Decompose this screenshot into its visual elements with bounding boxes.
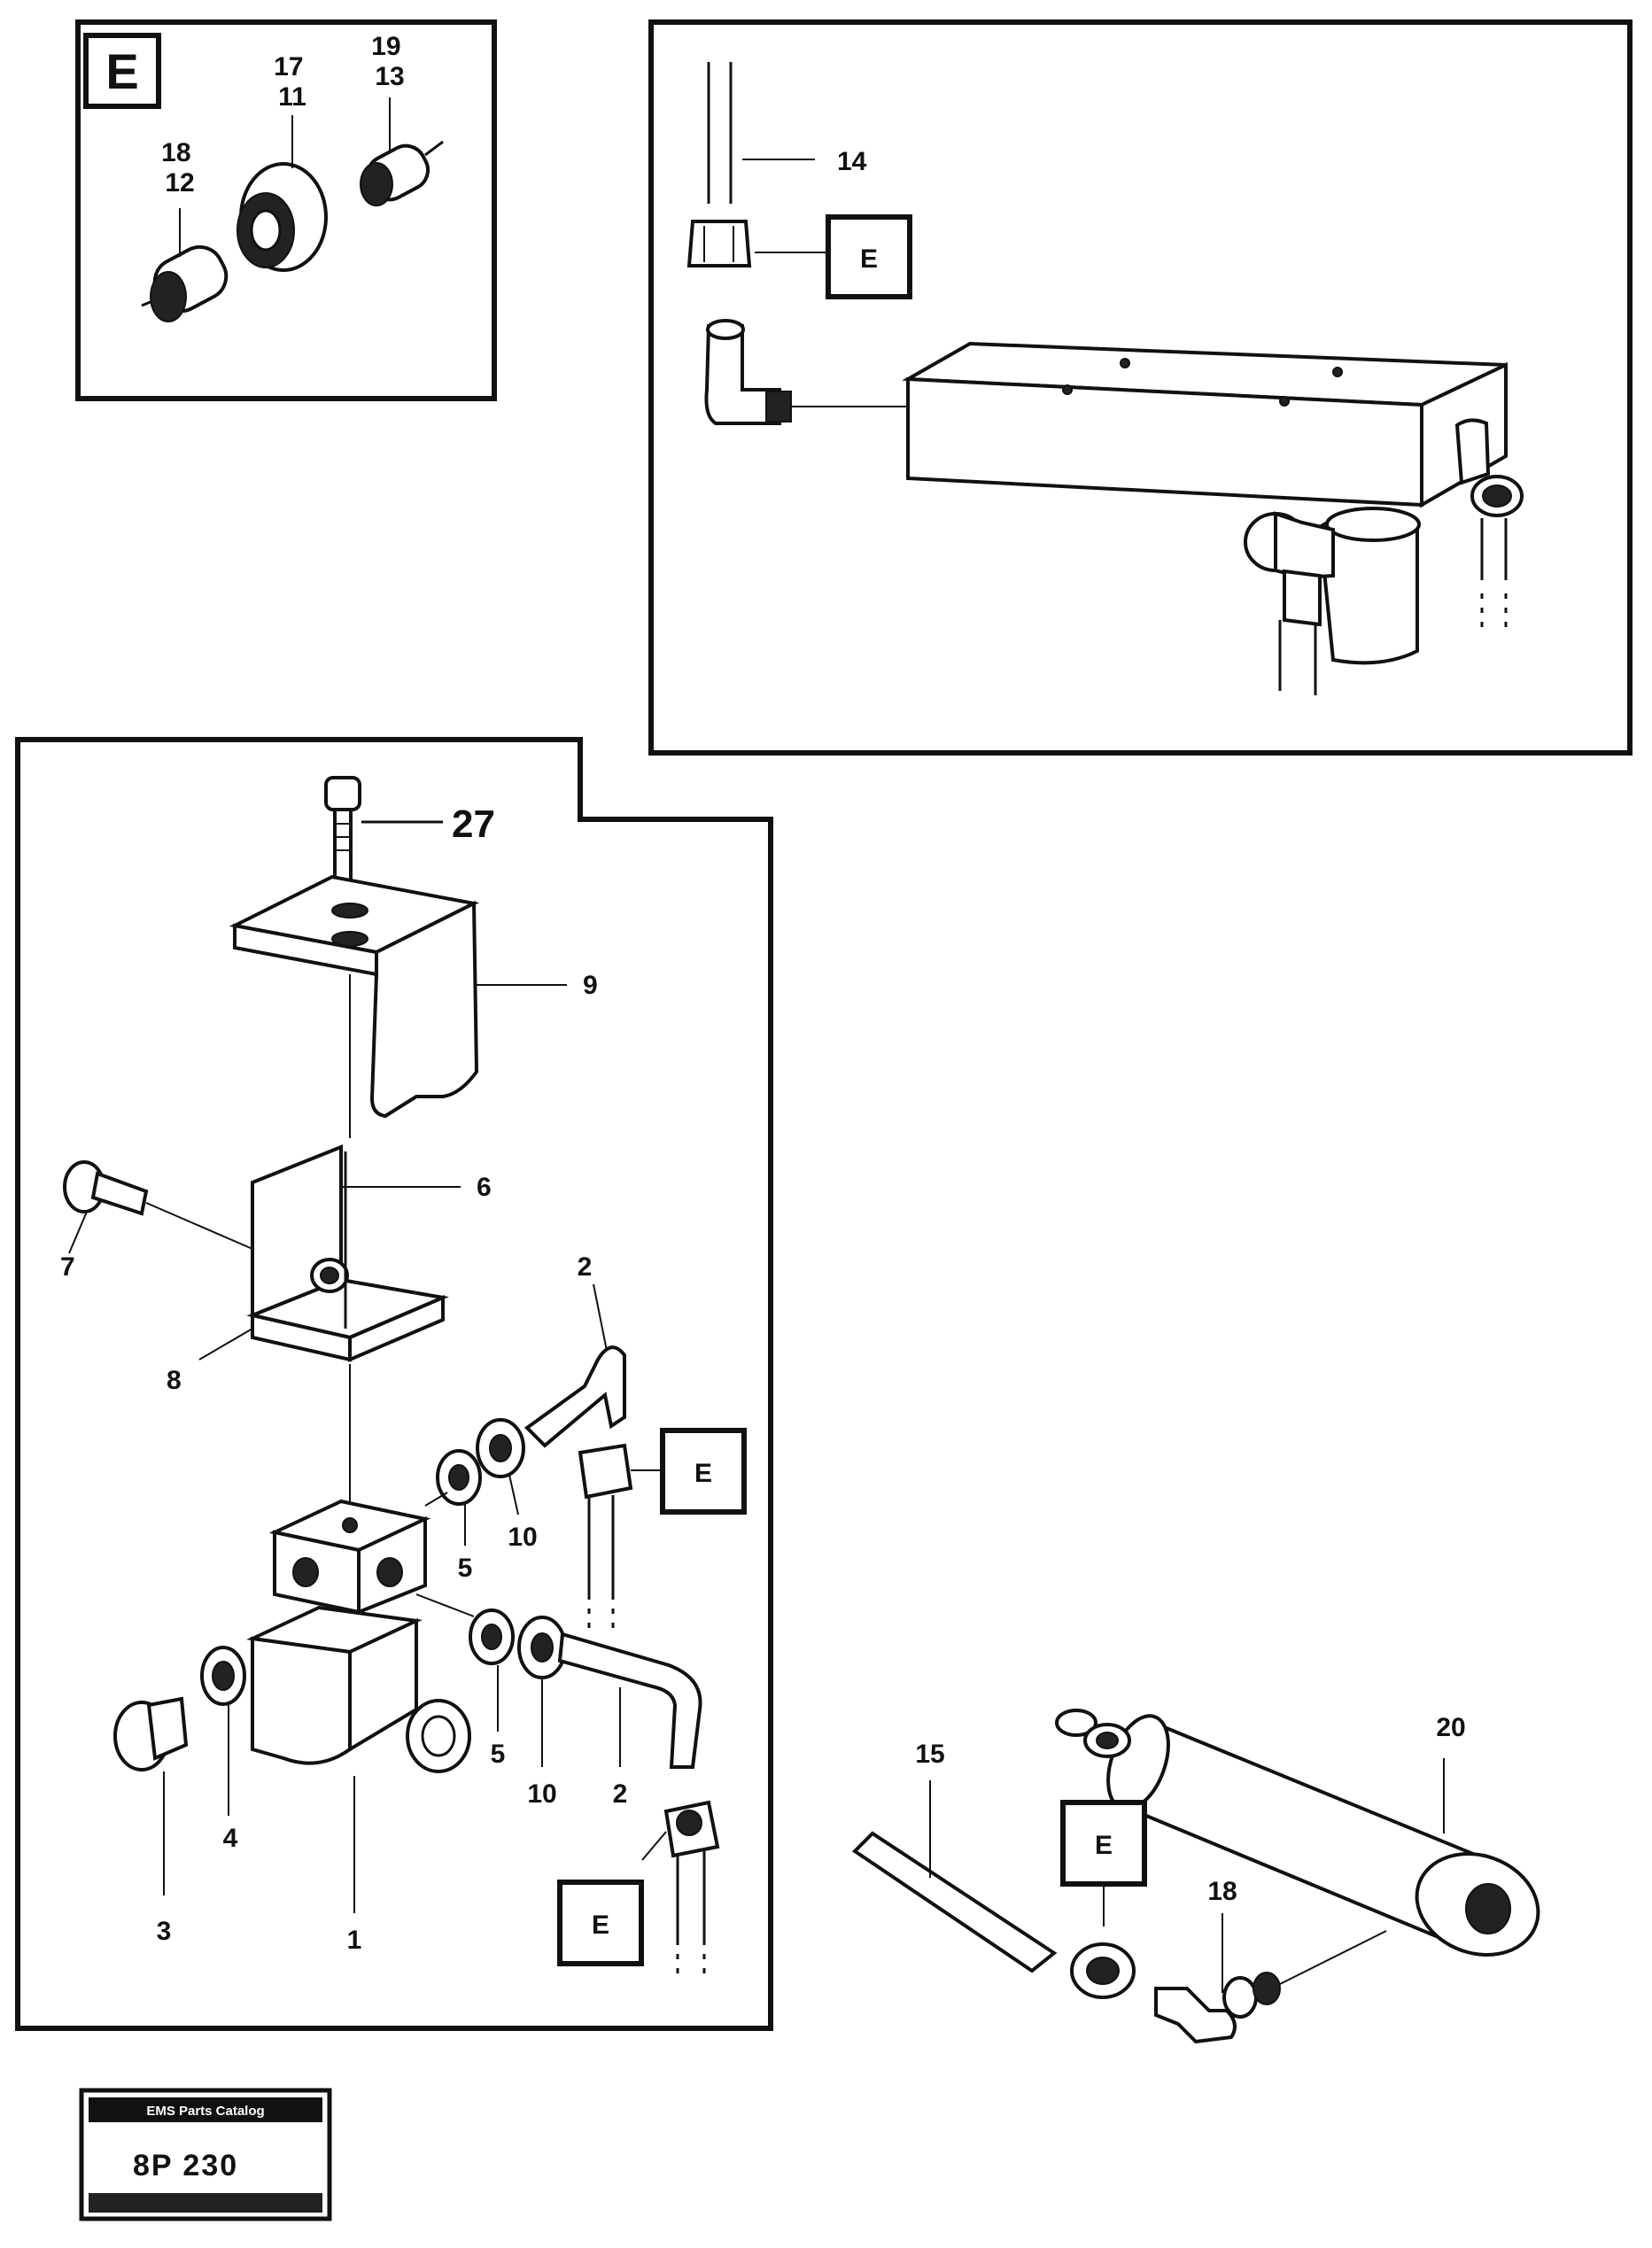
detail-e-label-box <box>83 33 161 109</box>
sleeve-right <box>360 140 444 206</box>
pipe-2a <box>524 1345 626 1448</box>
union-nut <box>237 162 328 272</box>
pipe-2b <box>557 1632 702 1769</box>
e-ref-box-3 <box>557 1880 644 1966</box>
callout-13: 13 <box>375 62 404 91</box>
elbow-18 <box>1154 1987 1237 2044</box>
callout-3: 3 <box>157 1917 172 1946</box>
cylinder-assembly: 20 15 E 18 <box>851 1709 1540 2044</box>
callout-2a: 2 <box>578 1252 593 1282</box>
bracket-8 <box>246 1144 449 1363</box>
callout-4: 4 <box>223 1824 238 1853</box>
bracket-9 <box>229 874 480 1119</box>
catalog-stamp: EMS Parts Catalog 8P 230 <box>79 2088 332 2221</box>
callout-5b: 5 <box>491 1740 506 1769</box>
callout-18a: 18 <box>161 138 190 167</box>
callout-8: 8 <box>167 1366 182 1395</box>
elbow-fitting <box>704 324 781 425</box>
callout-6: 6 <box>477 1173 492 1202</box>
callout-12: 12 <box>165 168 194 198</box>
callout-9: 9 <box>583 971 598 1000</box>
callout-7: 7 <box>60 1252 75 1282</box>
stamp-header-bar <box>89 2097 322 2122</box>
nut-top <box>686 220 752 267</box>
main-assembly-inset: 27 9 6 7 <box>15 737 773 2031</box>
bolt-7 <box>63 1160 149 1216</box>
callout-18-12: 18 12 <box>161 138 198 198</box>
manifold-block <box>902 341 1508 508</box>
e-ref-label-2: E <box>694 1459 712 1488</box>
e-ref-box-2 <box>660 1428 747 1515</box>
callout-5a: 5 <box>458 1554 473 1583</box>
bolt-27 <box>324 776 361 882</box>
callout-14: 14 <box>837 147 867 176</box>
top-right-frame <box>648 19 1633 756</box>
valve-body-1 <box>245 1499 471 1773</box>
stamp-footer-bar <box>89 2193 322 2213</box>
filter-canister <box>1317 507 1421 665</box>
e-ref-label-1: E <box>860 244 878 274</box>
callout-27: 27 <box>452 802 495 846</box>
e-ref-label-3: E <box>592 1911 609 1940</box>
callout-17-11: 17 11 <box>274 52 311 112</box>
plug-3 <box>113 1696 189 1771</box>
detail-e-label: E <box>105 43 138 99</box>
sleeve-left <box>141 244 229 322</box>
callout-19: 19 <box>371 32 400 61</box>
e-ref-label-4: E <box>1095 1831 1113 1860</box>
stamp-header: EMS Parts Catalog <box>146 2104 264 2119</box>
callout-18b: 18 <box>1207 1877 1237 1906</box>
cylinder-20 <box>1106 1714 1540 1957</box>
callout-20: 20 <box>1436 1713 1465 1742</box>
stamp-code: 8P 230 <box>133 2149 238 2182</box>
callout-11: 11 <box>278 82 306 112</box>
detail-e-frame <box>75 19 497 401</box>
callout-17: 17 <box>274 52 303 81</box>
callout-2b: 2 <box>613 1779 628 1809</box>
main-assembly-frame <box>15 737 773 2031</box>
callout-10a: 10 <box>508 1523 537 1552</box>
top-right-inset: 14 E <box>648 19 1633 756</box>
callout-10b: 10 <box>527 1779 556 1809</box>
e-ref-box-1 <box>826 214 912 299</box>
callout-19-13: 19 13 <box>371 32 408 91</box>
callout-1: 1 <box>347 1926 362 1955</box>
callout-15: 15 <box>915 1740 944 1769</box>
pipe-15 <box>851 1831 1058 1973</box>
detail-e-inset: E 17 11 19 13 18 <box>75 19 497 401</box>
